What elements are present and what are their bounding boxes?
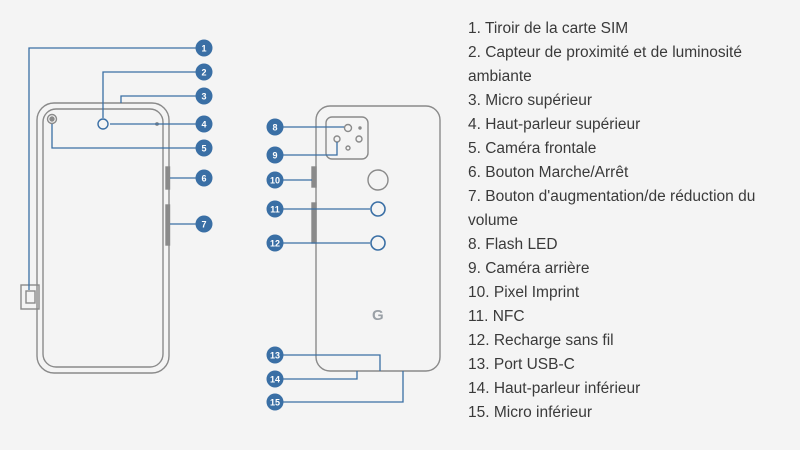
svg-text:15: 15 <box>270 398 280 408</box>
legend-item-6: 6. Bouton Marche/Arrêt <box>468 164 629 181</box>
legend-item-11: 11. NFC <box>468 308 525 325</box>
callout-13: 13 <box>266 346 284 364</box>
front-camera-lens <box>46 113 58 125</box>
svg-text:2: 2 <box>201 68 206 78</box>
svg-text:14: 14 <box>270 375 280 385</box>
svg-text:5: 5 <box>201 144 206 154</box>
fingerprint-sensor <box>367 169 389 191</box>
wireless-charging-marker <box>370 235 386 251</box>
phone-front-view <box>20 102 171 374</box>
svg-text:12: 12 <box>270 239 280 249</box>
svg-text:7: 7 <box>201 220 206 230</box>
callout-9: 9 <box>266 146 284 164</box>
svg-text:10: 10 <box>270 176 280 186</box>
nfc-marker <box>370 201 386 217</box>
callout-1: 1 <box>195 39 213 57</box>
leader-13 <box>275 354 381 371</box>
legend-list: 1. Tiroir de la carte SIM 2. Capteur de … <box>468 17 798 425</box>
legend-item-1: 1. Tiroir de la carte SIM <box>468 20 629 37</box>
back-power-button <box>311 166 317 188</box>
callout-10: 10 <box>266 171 284 189</box>
svg-text:9: 9 <box>272 151 277 161</box>
svg-text:11: 11 <box>270 205 280 215</box>
legend-item-5: 5. Caméra frontale <box>468 140 597 157</box>
volume-button <box>165 204 171 246</box>
callout-14: 14 <box>266 370 284 388</box>
leader-5 <box>51 124 204 149</box>
sim-tray-slot <box>25 290 36 304</box>
leader-lines <box>28 47 404 403</box>
callout-4: 4 <box>195 115 213 133</box>
legend-item-10: 10. Pixel Imprint <box>468 284 580 301</box>
leader-1 <box>28 47 204 290</box>
callout-2: 2 <box>195 63 213 81</box>
callout-11: 11 <box>266 200 284 218</box>
legend-item-7: 7. Bouton d'augmentation/de réduction du… <box>468 188 756 229</box>
rear-mic-dot <box>345 145 351 151</box>
small-dot <box>358 126 362 130</box>
leader-2 <box>102 71 204 118</box>
svg-text:8: 8 <box>272 123 277 133</box>
legend-item-9: 9. Caméra arrière <box>468 260 590 277</box>
legend-item-8: 8. Flash LED <box>468 236 558 253</box>
svg-text:1: 1 <box>201 44 206 54</box>
phone-back-view <box>311 105 441 372</box>
leader-15 <box>275 371 404 403</box>
power-button <box>165 166 171 190</box>
back-body-outline <box>315 105 441 372</box>
callout-6: 6 <box>195 169 213 187</box>
callout-15: 15 <box>266 393 284 411</box>
legend-item-2: 2. Capteur de proximité et de luminosité… <box>468 44 742 85</box>
rear-camera-lens-left <box>333 135 341 143</box>
legend-item-14: 14. Haut-parleur inférieur <box>468 380 641 397</box>
sim-tray <box>20 284 40 310</box>
callout-8: 8 <box>266 118 284 136</box>
legend-item-12: 12. Recharge sans fil <box>468 332 614 349</box>
leader-14 <box>275 371 358 380</box>
google-logo: G <box>372 307 384 324</box>
proximity-sensor-dot <box>97 118 109 130</box>
leader-3 <box>120 95 204 103</box>
legend-item-13: 13. Port USB-C <box>468 356 575 373</box>
callout-12: 12 <box>266 234 284 252</box>
leader-9 <box>275 142 338 156</box>
front-body-outline <box>36 102 170 374</box>
svg-text:6: 6 <box>201 174 206 184</box>
svg-text:4: 4 <box>201 120 206 130</box>
svg-text:13: 13 <box>270 351 280 361</box>
legend-item-15: 15. Micro inférieur <box>468 404 593 421</box>
rear-camera-lens-right <box>355 135 363 143</box>
legend-item-3: 3. Micro supérieur <box>468 92 593 109</box>
callout-7: 7 <box>195 215 213 233</box>
front-camera-inner <box>49 116 55 122</box>
callout-markers: 1 2 3 4 5 6 7 8 9 10 11 12 13 14 15 <box>195 39 284 411</box>
callout-3: 3 <box>195 87 213 105</box>
callout-5: 5 <box>195 139 213 157</box>
legend-item-4: 4. Haut-parleur supérieur <box>468 116 641 133</box>
led-flash-dot <box>343 123 353 133</box>
svg-text:3: 3 <box>201 92 206 102</box>
camera-module <box>325 116 369 160</box>
